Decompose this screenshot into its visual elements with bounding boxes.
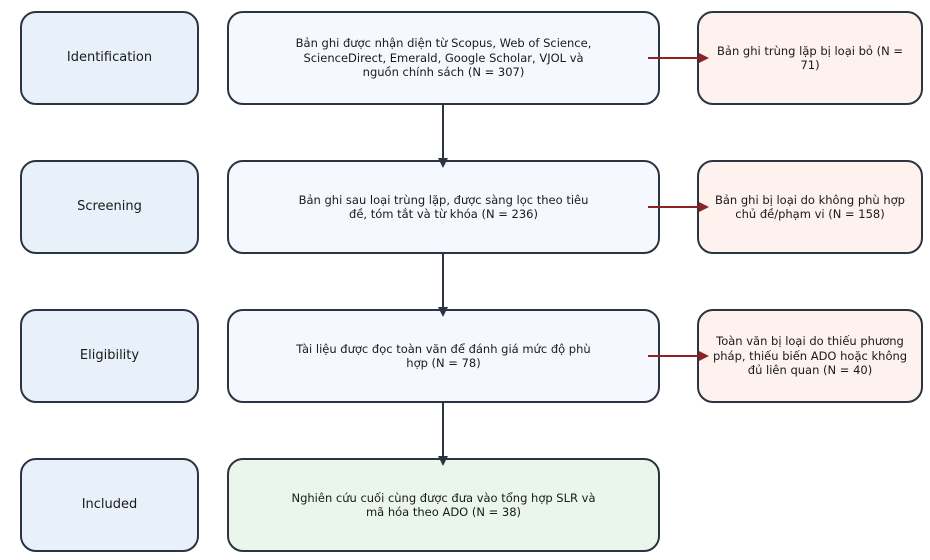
fulltext-assessed-text: Tài liệu được đọc toàn văn để đánh giá m… xyxy=(296,341,591,370)
stage-label: Included xyxy=(81,496,138,512)
fulltext-assessed-box: Tài liệu được đọc toàn văn để đánh giá m… xyxy=(227,309,660,403)
records-screened-text: Bản ghi sau loại trùng lặp, được sàng lọ… xyxy=(298,192,589,221)
duplicates-removed-box: Bản ghi trùng lặp bị loại bỏ (N = 71) xyxy=(697,11,923,105)
records-identified-text: Bản ghi được nhận diện từ Scopus, Web of… xyxy=(295,36,592,80)
stage-label: Eligibility xyxy=(79,347,140,363)
fulltext-excluded-text: Toàn văn bị loại do thiếu phương pháp, t… xyxy=(712,334,908,378)
stage-included: Included xyxy=(20,458,199,552)
stage-screening: Screening xyxy=(20,160,199,254)
studies-included-box: Nghiên cứu cuối cùng được đưa vào tổng h… xyxy=(227,458,660,552)
records-excluded-box: Bản ghi bị loại do không phù hợp chủ đề/… xyxy=(697,160,923,254)
fulltext-excluded-box: Toàn văn bị loại do thiếu phương pháp, t… xyxy=(697,309,923,403)
duplicates-removed-text: Bản ghi trùng lặp bị loại bỏ (N = 71) xyxy=(717,43,903,72)
studies-included-text: Nghiên cứu cuối cùng được đưa vào tổng h… xyxy=(291,490,596,519)
stage-label: Identification xyxy=(66,49,153,65)
stage-identification: Identification xyxy=(20,11,199,105)
stage-label: Screening xyxy=(77,198,142,214)
stage-eligibility: Eligibility xyxy=(20,309,199,403)
records-identified-box: Bản ghi được nhận diện từ Scopus, Web of… xyxy=(227,11,660,105)
records-excluded-text: Bản ghi bị loại do không phù hợp chủ đề/… xyxy=(715,192,905,221)
